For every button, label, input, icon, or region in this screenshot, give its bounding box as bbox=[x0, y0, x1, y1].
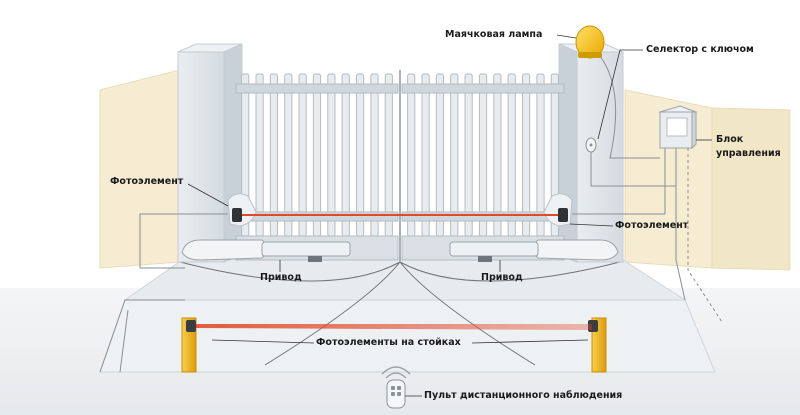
label-beacon-lamp: Маячковая лампа bbox=[445, 29, 543, 40]
label-control-unit-line1: Блок bbox=[716, 134, 744, 145]
wiring bbox=[99, 55, 723, 373]
label-remote: Пульт дистанционного наблюдения bbox=[424, 390, 623, 401]
leader-lines bbox=[187, 34, 712, 397]
actuator-right-icon bbox=[449, 239, 619, 262]
label-key-selector: Селектор с ключом bbox=[646, 44, 754, 55]
wall bbox=[99, 69, 791, 271]
actuator-left-icon bbox=[181, 239, 351, 262]
key-selector-icon bbox=[585, 137, 597, 153]
label-photocell-right: Фотоэлемент bbox=[615, 220, 689, 231]
swing-arcs bbox=[179, 261, 621, 366]
beacon-lamp-icon bbox=[575, 25, 605, 59]
label-photocell-left: Фотоэлемент bbox=[110, 176, 184, 187]
gate-left-leaf bbox=[235, 73, 399, 261]
remote-icon bbox=[386, 379, 406, 409]
photocell-beam-posts bbox=[196, 324, 592, 330]
post-photocell-left-icon bbox=[181, 317, 197, 373]
photocell-right-icon bbox=[543, 193, 573, 227]
label-actuator-left: Привод bbox=[260, 272, 302, 283]
gate-right-leaf bbox=[401, 73, 565, 261]
label-actuator-right: Привод bbox=[481, 272, 523, 283]
signal-waves-icon bbox=[381, 366, 411, 379]
label-photocell-posts: Фотоэлементы на стойках bbox=[316, 337, 461, 348]
photocell-left-icon bbox=[227, 193, 257, 227]
control-box-icon bbox=[658, 105, 698, 150]
label-control-unit-line2: управления bbox=[716, 148, 781, 159]
left-pillar bbox=[177, 43, 243, 263]
